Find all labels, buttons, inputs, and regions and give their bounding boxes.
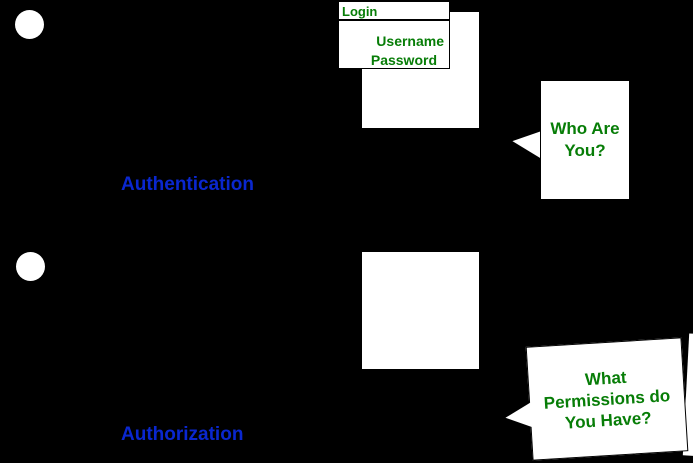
- login-password-label: Password: [370, 52, 437, 68]
- section-label-authentication: Authentication: [121, 174, 254, 195]
- bubble-line: What: [584, 367, 628, 389]
- app-window-bottom: [361, 251, 480, 370]
- login-form: Login Username Password: [338, 1, 450, 69]
- person-head-icon: [16, 252, 45, 281]
- speech-bubble-tail: [503, 400, 535, 432]
- speech-bubble-tail: [512, 130, 542, 160]
- speech-bubble-who-are-you: Who Are You?: [540, 80, 630, 200]
- bubble-line: You?: [564, 141, 606, 160]
- speech-bubble-what-permissions: What Permissions do You Have?: [526, 337, 689, 461]
- person-head-icon: [15, 10, 44, 39]
- login-username-label: Username: [376, 33, 444, 49]
- bubble-line: You Have?: [564, 407, 653, 433]
- bubble-line: Who Are: [550, 119, 620, 138]
- section-label-authorization: Authorization: [121, 424, 244, 445]
- login-form-title: Login: [339, 2, 449, 21]
